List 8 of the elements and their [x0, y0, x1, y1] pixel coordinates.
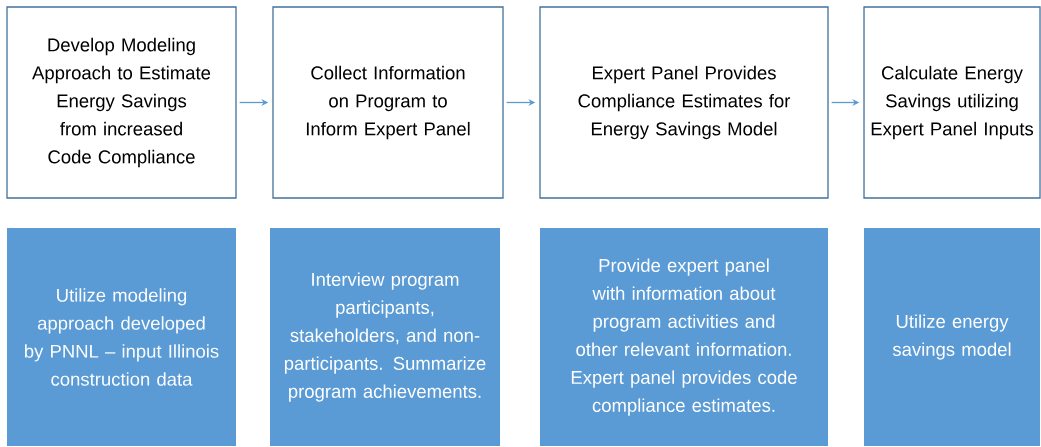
process-box: Expert Panel Provides Compliance Estimates for Energy Savings Model	[539, 6, 829, 199]
process-box: Calculate Energy Savings utilizing Expert Panel Inputs	[863, 6, 1041, 199]
description-box: Utilize modeling approach developed by PNNL – input Illinois construction data	[7, 228, 236, 446]
description-box: Utilize energy savings model	[864, 228, 1040, 446]
process-box: Develop Modeling Approach to Estimate Energy Savings from increased Code Compliance	[6, 6, 237, 199]
description-box: Interview program participants, stakeholders, and non-participants. Summarize program achievements.	[270, 228, 500, 446]
process-box: Collect Information on Program to Inform Expert Panel	[272, 6, 504, 199]
description-box: Provide expert panel with information about program activities and other relevant information. Expert panel provides code compliance estimates.	[540, 228, 828, 446]
